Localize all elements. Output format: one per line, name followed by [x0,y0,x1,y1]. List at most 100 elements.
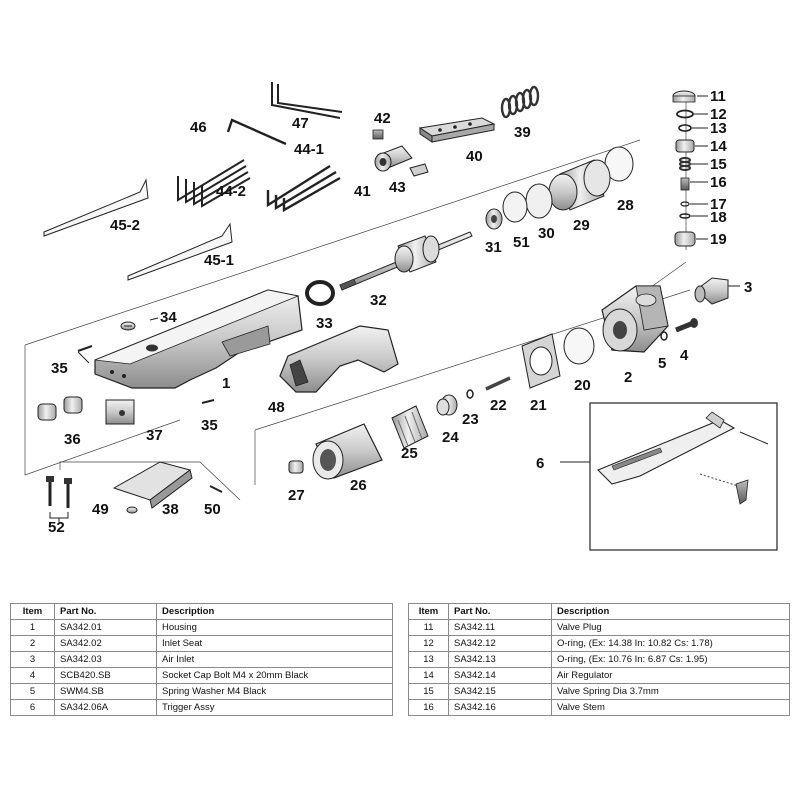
callout-11: 11 [710,88,726,105]
callout-47: 47 [292,115,309,132]
bolts-52 [46,476,72,508]
cell-item: 6 [10,699,55,716]
callout-42: 42 [374,110,391,127]
screw-49 [126,506,138,514]
callout-28: 28 [617,197,634,214]
washer-33 [305,280,335,306]
header-part-no: Part No. [54,603,157,620]
callout-16: 16 [710,174,727,191]
bolt-4 [675,318,698,333]
callout-4: 4 [680,347,689,364]
callout-12: 12 [710,106,727,123]
callout-24: 24 [442,429,459,446]
callout-25: 25 [401,445,418,462]
spring-39 [500,85,540,119]
cell-item: 14 [408,667,449,684]
muffler-25 [391,405,429,449]
callout-5: 5 [658,355,666,372]
callout-43: 43 [389,179,406,196]
header-part-no: Part No. [448,603,552,620]
callout-23: 23 [462,411,479,428]
screw-22 [485,376,511,391]
callout-44-1: 44-1 [294,141,324,158]
cell-item: 13 [408,651,449,668]
rollers-36 [37,396,83,421]
callout-15: 15 [710,156,727,173]
cell-item: 5 [10,683,55,700]
header-item: Item [408,603,449,620]
cell-description: Housing [156,619,393,636]
cell-part-no: SA342.16 [448,699,552,716]
cell-description: Air Regulator [551,667,790,684]
cell-description: Valve Spring Dia 3.7mm [551,683,790,700]
cell-part-no: SA342.12 [448,635,552,652]
callout-6: 6 [536,455,544,472]
plate-40 [418,117,496,143]
air-inlet-3 [694,277,729,305]
bearing-31 [485,208,503,230]
callout-19: 19 [710,231,727,248]
cell-part-no: SA342.01 [54,619,157,636]
callout-50: 50 [204,501,221,518]
cell-part-no: SCB420.SB [54,667,157,684]
cell-description: O-ring, (Ex: 10.76 In: 6.87 Cs: 1.95) [551,651,790,668]
exploded-parts-diagram: 1 2 3 4 5 6 11 12 13 14 15 16 17 18 19 2… [24,82,778,551]
cell-description: Valve Stem [551,699,790,716]
trigger-assy-6 [597,411,769,505]
hex-keys-44-2 [177,159,251,208]
cell-item: 4 [10,667,55,684]
cell-description: Inlet Seat [156,635,393,652]
valve-stack-11-19 [672,90,696,247]
cell-item: 3 [10,651,55,668]
screw-34 [120,321,136,331]
callout-17: 17 [710,196,727,213]
coupling-41 [374,145,413,172]
callout-40: 40 [466,148,483,165]
callout-37: 37 [146,427,163,444]
callout-13: 13 [710,120,727,137]
callout-46: 46 [190,119,207,136]
callout-35-a: 35 [51,360,68,377]
callout-18: 18 [710,209,727,226]
bolts-52-bracket [49,512,69,519]
cell-part-no: SA342.02 [54,635,157,652]
cell-description: Trigger Assy [156,699,393,716]
callout-22: 22 [490,397,507,414]
callout-51: 51 [513,234,530,251]
blade-45-1 [127,222,233,281]
bushing-24 [436,394,458,416]
callout-3: 3 [744,279,752,296]
cell-description: Spring Washer M4 Black [156,683,393,700]
cover-plate-21 [521,333,561,389]
cell-description: Air Inlet [156,651,393,668]
callout-20: 20 [574,377,591,394]
cell-item: 11 [408,619,449,636]
table-header-row: Item Part No. Description [408,603,790,620]
block-37 [105,399,135,425]
base-plate-38 [112,461,193,509]
cell-part-no: SA342.13 [448,651,552,668]
header-description: Description [551,603,790,620]
sleeve-26 [312,423,383,480]
callout-labels: 1 2 3 4 5 6 11 12 13 14 15 16 17 18 19 2… [48,88,752,536]
callout-leaders [77,95,740,364]
washer-30 [525,183,553,219]
pin-35-b [201,399,215,404]
cap-27 [288,460,304,474]
inlet-seat-2 [601,285,669,353]
callout-35-b: 35 [201,417,218,434]
hex-keys-44-1 [266,164,341,213]
washer-23 [466,389,474,399]
cell-description: O-ring, (Ex: 14.38 In: 10.82 Cs: 1.78) [551,635,790,652]
callout-27: 27 [288,487,305,504]
cell-description: Valve Plug [551,619,790,636]
